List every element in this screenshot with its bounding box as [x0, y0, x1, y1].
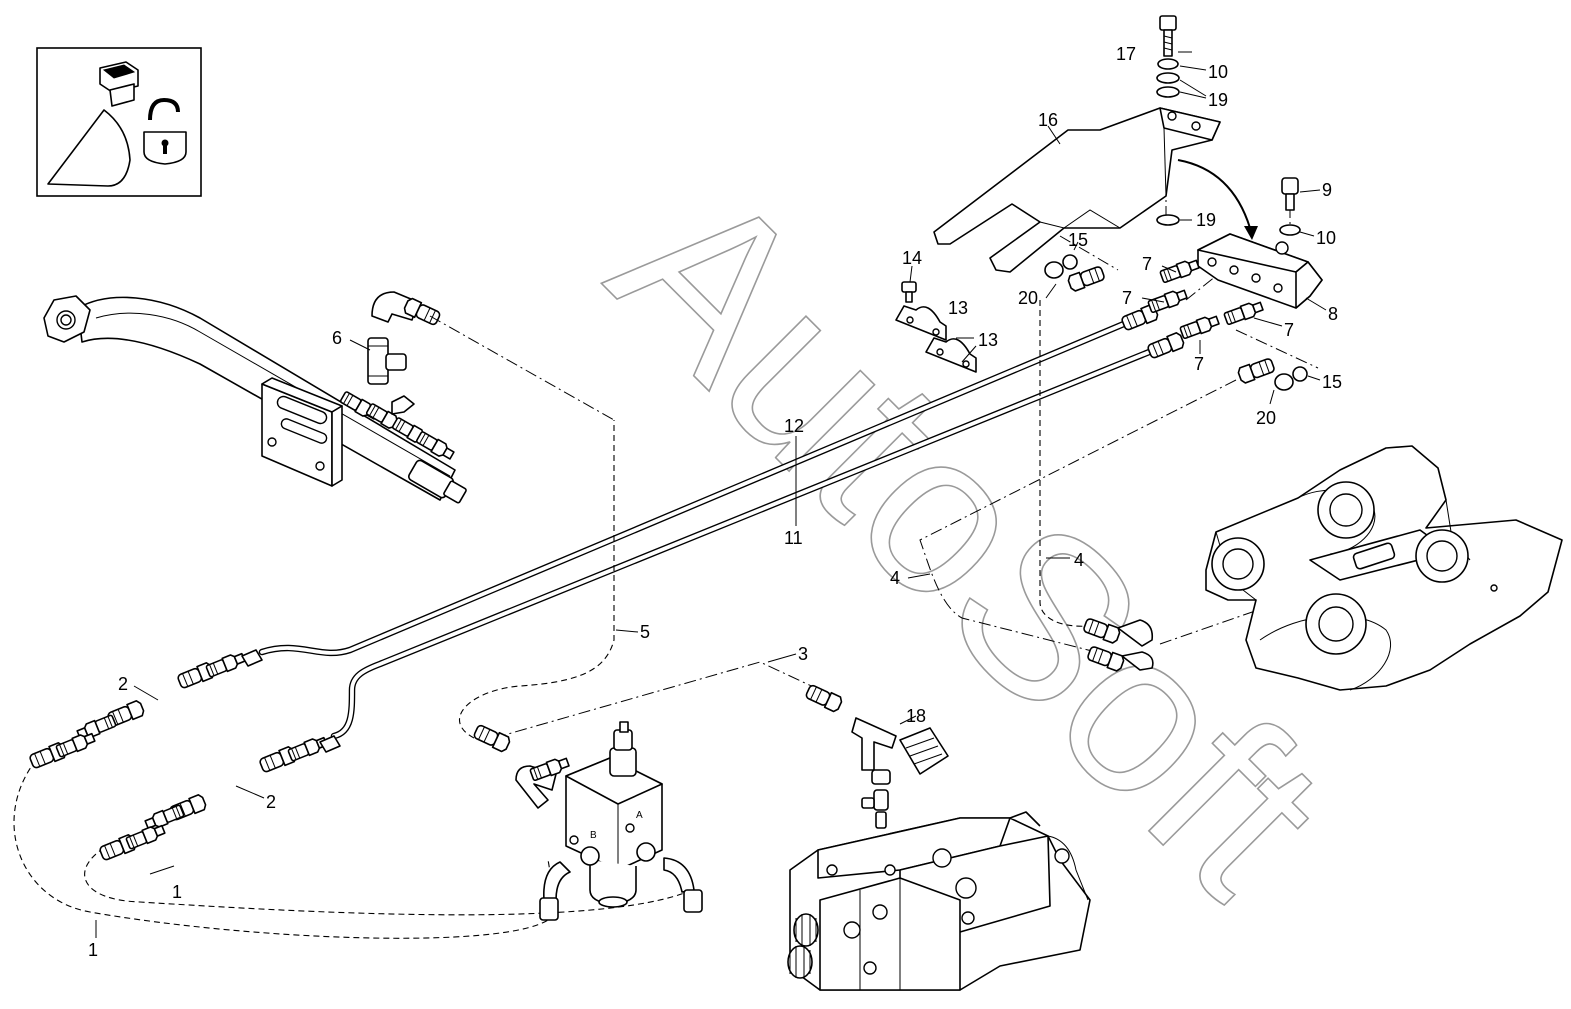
quick-coupler [1205, 445, 1563, 691]
directional-control-valve [787, 811, 1091, 991]
callout-20-upper: 20 [1018, 288, 1038, 308]
hose-lines [13, 162, 1319, 939]
callout-15-upper: 15 [1068, 230, 1088, 250]
callout-20-lower: 20 [1256, 408, 1276, 428]
callout-14: 14 [902, 248, 922, 268]
callout-2-lower: 2 [266, 792, 276, 812]
callout-11: 11 [784, 528, 803, 548]
callout-19-top: 19 [1208, 90, 1228, 110]
callout-7-d: 7 [1194, 354, 1204, 374]
callout-5: 5 [640, 622, 650, 642]
bolt-9 [1281, 177, 1299, 211]
callout-15-lower: 15 [1322, 372, 1342, 392]
callout-13-b: 13 [978, 330, 998, 350]
pressure-valve-block: B A [471, 721, 703, 921]
svg-text:B: B [590, 830, 597, 841]
callout-1-hose-lower: 1 [88, 940, 98, 960]
hose-couplings-left [27, 649, 341, 863]
screw-14 [901, 281, 917, 303]
knob-left-top [793, 913, 819, 947]
callout-16: 16 [1038, 110, 1058, 130]
washer-19-bottom [1156, 214, 1180, 226]
callout-8: 8 [1328, 304, 1338, 324]
leader-lines [95, 51, 1327, 938]
callout-6: 6 [332, 328, 342, 348]
callout-10-top: 10 [1208, 62, 1228, 82]
hose-ends-lower [1236, 356, 1308, 391]
rocker-switch-icon [99, 61, 139, 107]
small-fittings-row [338, 389, 457, 463]
arrow-head [1244, 226, 1258, 240]
inset-box [36, 47, 202, 197]
hose-ends-upper [1044, 254, 1107, 293]
tee-fitting-6 [367, 291, 443, 385]
callout-18: 18 [906, 706, 926, 726]
clamp-13-a [895, 305, 947, 341]
bracket-16 [933, 107, 1221, 273]
callout-7-b: 7 [1122, 288, 1132, 308]
pipe-end-thread [407, 459, 467, 504]
callout-13-a: 13 [948, 298, 968, 318]
callout-7-c: 7 [1284, 320, 1294, 340]
hose-fittings-4 [1081, 616, 1154, 673]
supply-manifold-pipe [43, 295, 467, 504]
callout-17: 17 [1116, 44, 1136, 64]
callout-1-hose-upper: 1 [172, 882, 182, 902]
unlock-padlock-icon [143, 97, 187, 165]
callout-19-bottom: 19 [1196, 210, 1216, 230]
callout-labels: 1 1 2 2 3 4 4 5 6 7 7 7 7 8 9 10 10 11 1… [88, 44, 1342, 960]
rigid-tube-12 [258, 302, 1160, 657]
clamp-13-b [925, 337, 977, 373]
callout-10-right: 10 [1316, 228, 1336, 248]
bucket-icon [47, 109, 131, 187]
washer-10-top [1157, 58, 1179, 70]
svg-text:A: A [636, 810, 643, 821]
callout-7-a: 7 [1142, 254, 1152, 274]
callout-9: 9 [1322, 180, 1332, 200]
swivel-elbow-fitting [43, 295, 91, 343]
washer-19-top-a [1156, 72, 1180, 84]
bolt-17 [1159, 15, 1177, 57]
washer-19-top-b [1156, 86, 1180, 98]
distribution-block-8 [1197, 233, 1323, 309]
rigid-tube-11 [330, 330, 1186, 740]
callout-4-left: 4 [890, 568, 900, 588]
callout-4-right: 4 [1074, 550, 1084, 570]
tee-18-assembly [803, 682, 949, 829]
mounting-plate [261, 377, 343, 487]
callout-3: 3 [798, 644, 808, 664]
knob-left-bottom [787, 945, 813, 979]
callout-12: 12 [784, 416, 804, 436]
callout-2-upper: 2 [118, 674, 128, 694]
washer-10-right [1279, 224, 1301, 236]
assembly-arrow [1177, 159, 1251, 229]
